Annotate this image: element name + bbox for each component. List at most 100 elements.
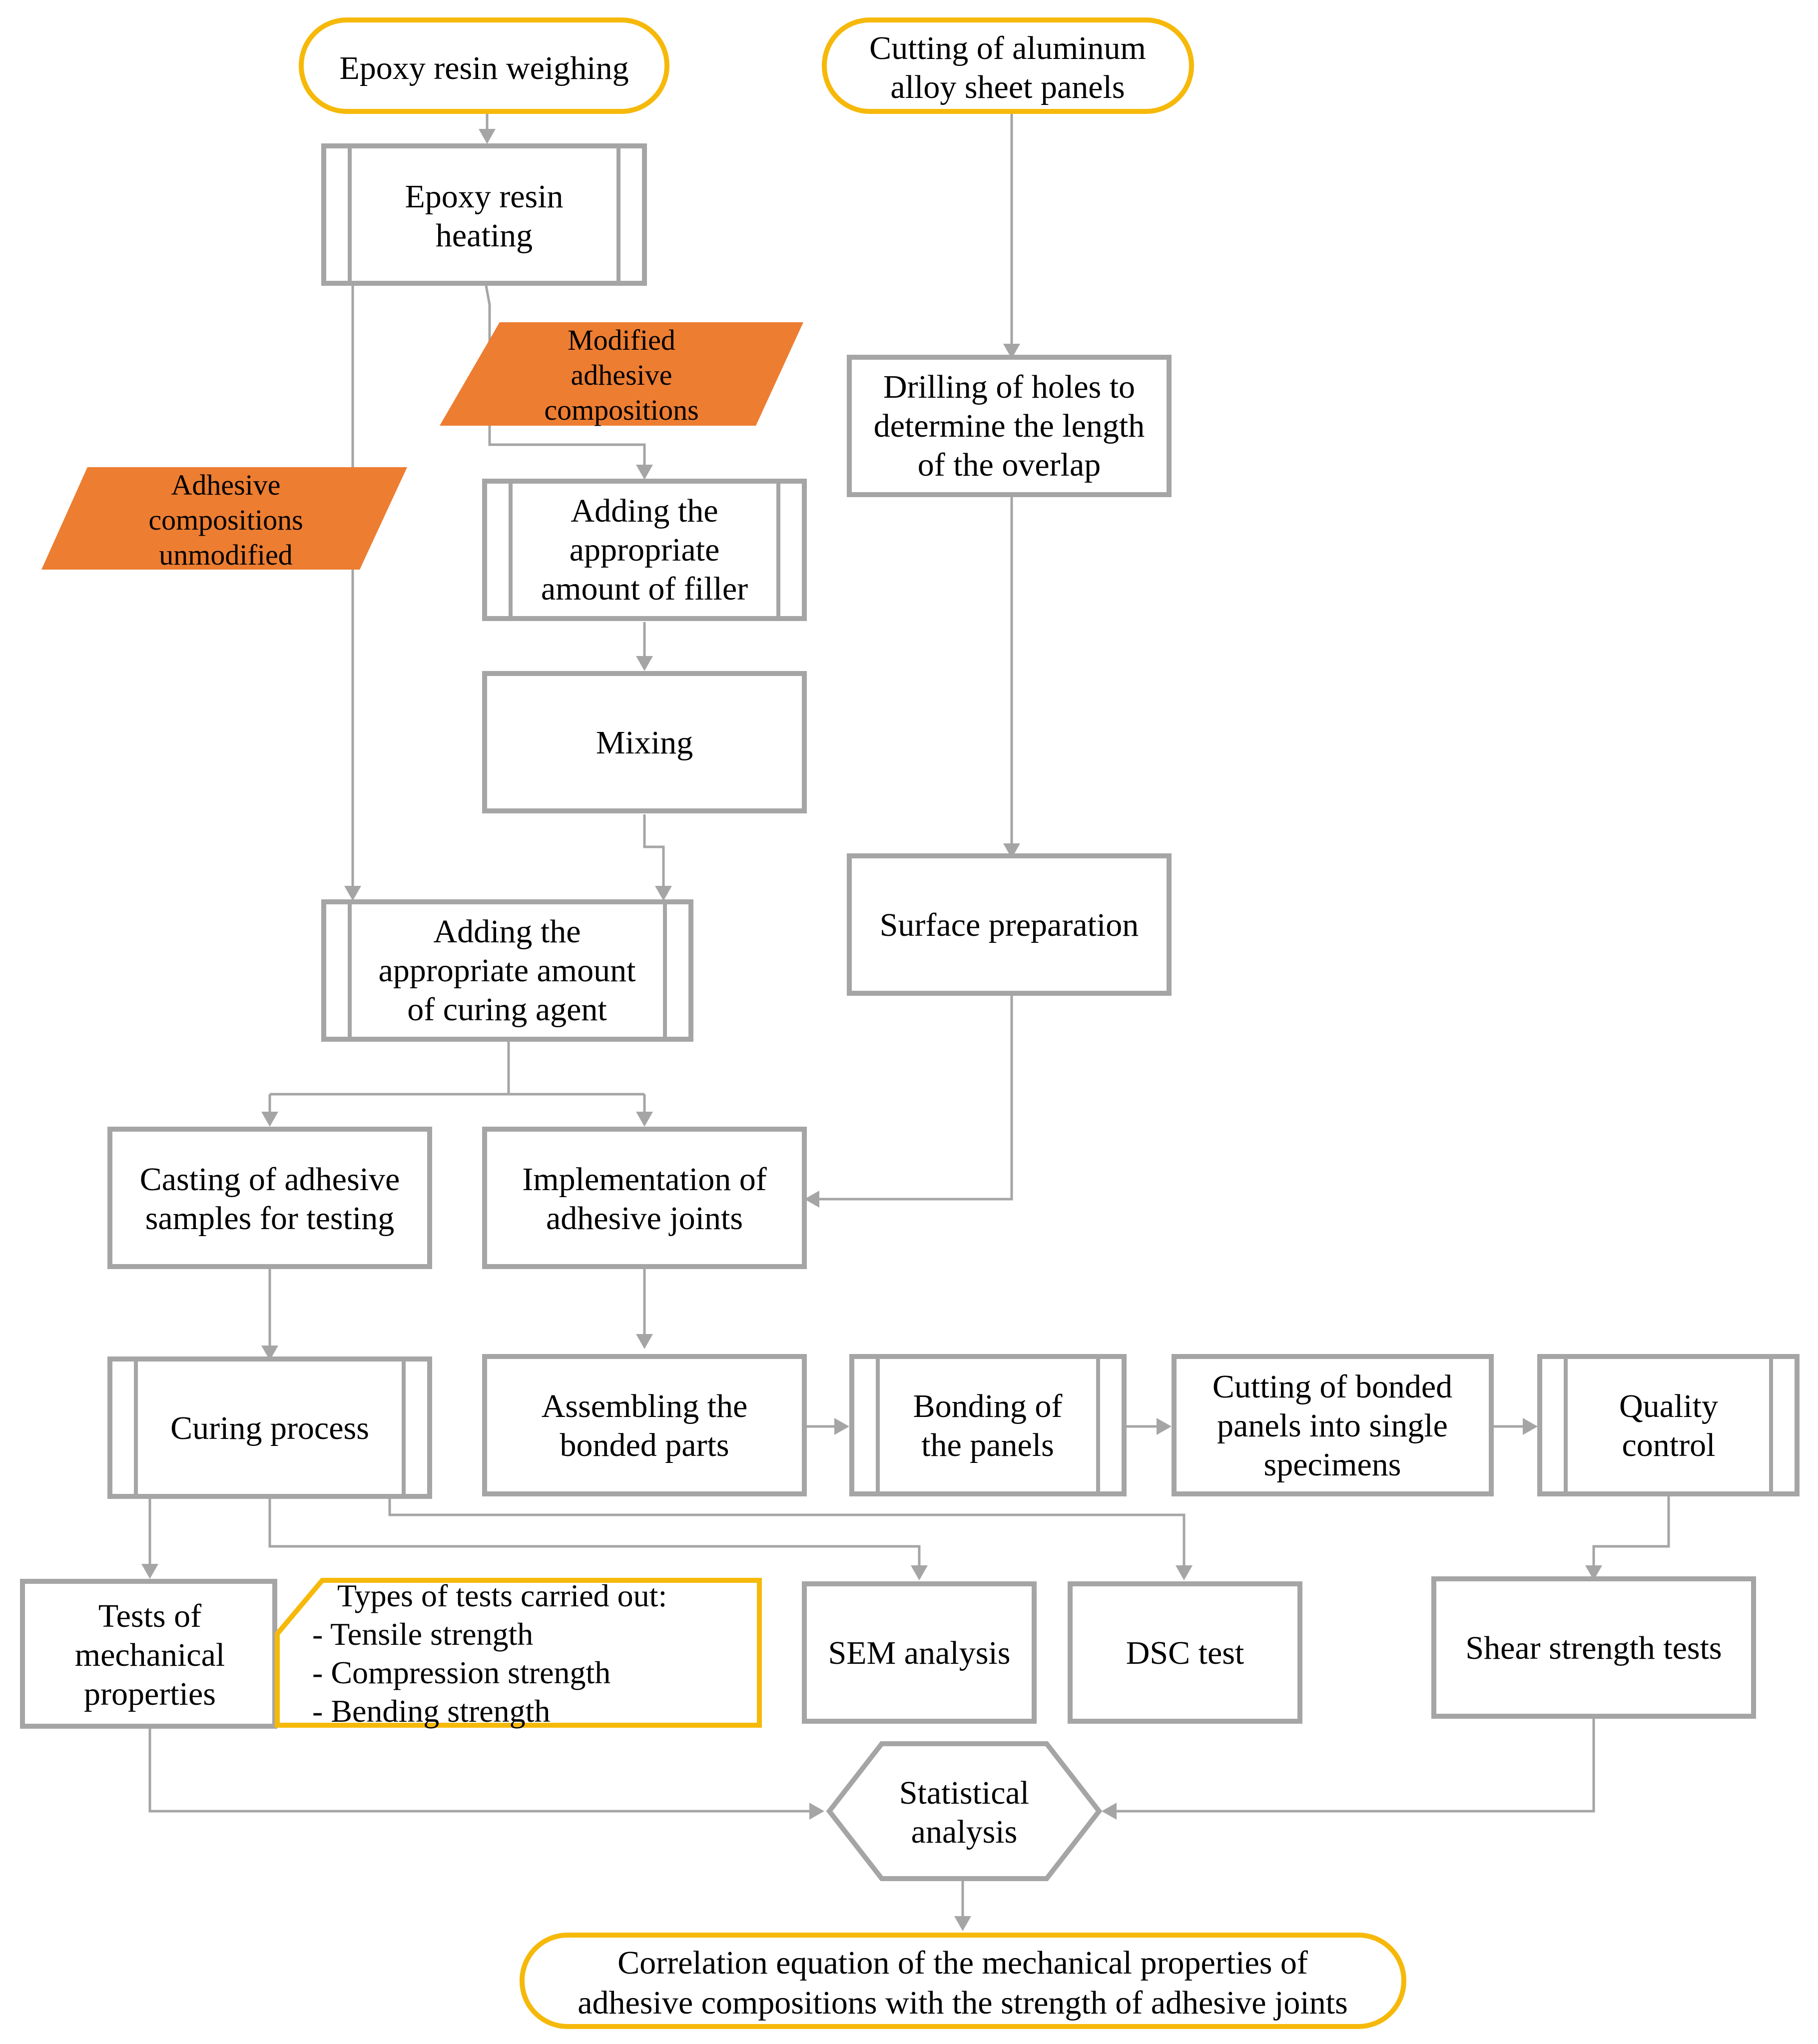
arrowhead [1176,1565,1193,1580]
process-drilling-line-3: of the overlap [918,447,1101,483]
input-modified-compositions-line-3: compositions [544,394,698,426]
arrowhead [834,1418,849,1435]
process-assembling: Assembling the bonded parts [482,1354,807,1496]
arrowhead [261,1346,278,1361]
annotation-test-types-line-2: - Tensile strength [312,1616,533,1652]
process-bonding-line-1: Bonding of [913,1388,1063,1424]
process-casting-line-2: samples for testing [145,1200,395,1237]
process-epoxy-heating-line-2: heating [436,217,533,254]
terminal-cutting-aluminum-line-1: Cutting of aluminum [869,30,1146,66]
connector-curing-sem [268,1496,921,1565]
process-quality-control-line-2: control [1622,1427,1716,1463]
process-bonding-line-2: the panels [921,1427,1054,1463]
terminal-correlation-line-1: Correlation equation of the mechanical p… [617,1945,1308,1981]
connector-quality-shear [1592,1494,1670,1565]
process-drilling-line-2: determine the length [874,408,1145,444]
arrowhead [1003,843,1020,858]
process-surface-preparation-label: Surface preparation [880,907,1139,943]
process-bonding: Bonding of the panels [849,1354,1127,1496]
process-dsc-test: DSC test [1068,1581,1302,1724]
process-surface-preparation: Surface preparation [847,853,1172,996]
process-curing: Curing process [107,1357,432,1499]
arrowhead [636,465,653,480]
annotation-test-types-line-1: Types of tests carried out: [337,1578,667,1613]
process-tests-mechanical-line-2: mechanical [75,1637,225,1673]
connector-curing-dsc [388,1496,1186,1565]
decision-statistical-analysis: Statistical analysis [826,1741,1103,1881]
input-unmodified-compositions-line-2: compositions [148,504,303,536]
process-curing-label: Curing process [170,1410,369,1446]
input-unmodified-compositions-line-1: Adhesive [171,469,280,501]
connector-surface-implementation [819,994,1013,1201]
input-unmodified-compositions: Adhesive compositions unmodified [41,467,407,571]
arrowhead [809,1803,824,1820]
process-tests-mechanical-line-3: properties [84,1676,216,1712]
annotation-test-types: Types of tests carried out: - Tensile st… [275,1578,762,1729]
decision-statistical-analysis-line-2: analysis [911,1814,1018,1850]
arrowhead [344,886,361,901]
process-implementation: Implementation of adhesive joints [482,1127,807,1269]
process-shear-tests-label: Shear strength tests [1465,1630,1722,1666]
annotation-test-types-line-4: - Bending strength [312,1693,550,1729]
input-modified-compositions: Modified adhesive compositions [440,322,803,426]
terminal-cutting-aluminum-line-2: alloy sheet panels [890,69,1125,105]
process-assembling-line-1: Assembling the [542,1388,747,1424]
arrowhead [479,129,496,144]
arrowhead [1157,1418,1172,1435]
process-adding-filler-line-2: appropriate [570,532,720,568]
process-drilling: Drilling of holes to determine the lengt… [847,355,1172,497]
input-modified-compositions-line-1: Modified [568,324,675,356]
process-tests-mechanical-line-1: Tests of [98,1598,201,1634]
arrowhead [261,1112,278,1127]
arrowhead [1102,1803,1117,1820]
process-assembling-line-2: bonded parts [560,1427,729,1463]
process-epoxy-heating: Epoxy resin heating [321,143,647,286]
process-adding-curing: Adding the appropriate amount of curing … [321,899,693,1042]
connector-mixing-curing [643,814,665,886]
arrowhead [636,1334,653,1349]
process-mixing: Mixing [482,671,807,813]
process-adding-curing-line-2: appropriate amount [379,952,636,989]
process-quality-control: Quality control [1537,1354,1800,1496]
connector-curing-split [268,1042,646,1112]
terminal-epoxy-weighing: Epoxy resin weighing [299,17,669,114]
terminal-correlation-line-2: adhesive compositions with the strength … [578,1985,1348,2021]
process-epoxy-heating-line-1: Epoxy resin [405,178,563,215]
input-modified-compositions-line-2: adhesive [571,359,672,391]
process-drilling-line-1: Drilling of holes to [883,369,1135,405]
process-tests-mechanical: Tests of mechanical properties [20,1579,277,1729]
terminal-correlation: Correlation equation of the mechanical p… [520,1933,1406,2029]
process-adding-filler-line-3: amount of filler [541,571,748,607]
arrowhead [636,1112,653,1127]
terminal-cutting-aluminum: Cutting of aluminum alloy sheet panels [822,17,1194,114]
process-implementation-line-1: Implementation of [522,1161,766,1198]
process-dsc-test-label: DSC test [1126,1635,1244,1671]
annotation-test-types-line-3: - Compression strength [312,1655,610,1690]
process-cutting-bonded-line-1: Cutting of bonded [1212,1368,1452,1405]
process-adding-curing-line-3: of curing agent [407,991,607,1028]
arrowhead [655,886,672,901]
arrowhead [1585,1565,1602,1580]
arrowhead [804,1191,819,1208]
arrowhead [911,1565,928,1580]
process-quality-control-line-1: Quality [1619,1388,1718,1424]
arrowhead [636,656,653,671]
process-implementation-line-2: adhesive joints [546,1200,743,1237]
connector-shear-statistical [1117,1716,1595,1813]
process-cutting-bonded-line-2: panels into single [1217,1407,1448,1444]
process-adding-filler: Adding the appropriate amount of filler [482,479,807,621]
process-casting-line-1: Casting of adhesive [140,1161,400,1198]
process-shear-tests: Shear strength tests [1431,1576,1756,1719]
process-adding-filler-line-1: Adding the [571,493,718,529]
process-mixing-label: Mixing [596,724,693,761]
process-cutting-bonded: Cutting of bonded panels into single spe… [1172,1354,1494,1496]
input-unmodified-compositions-line-3: unmodified [159,539,292,571]
process-cutting-bonded-line-3: specimens [1264,1446,1401,1483]
arrowhead [141,1564,158,1579]
process-casting: Casting of adhesive samples for testing [107,1127,432,1269]
arrowhead [1003,344,1020,359]
connector-heating-filler [485,285,646,465]
process-sem-analysis-label: SEM analysis [828,1635,1011,1671]
arrowhead [954,1916,971,1931]
